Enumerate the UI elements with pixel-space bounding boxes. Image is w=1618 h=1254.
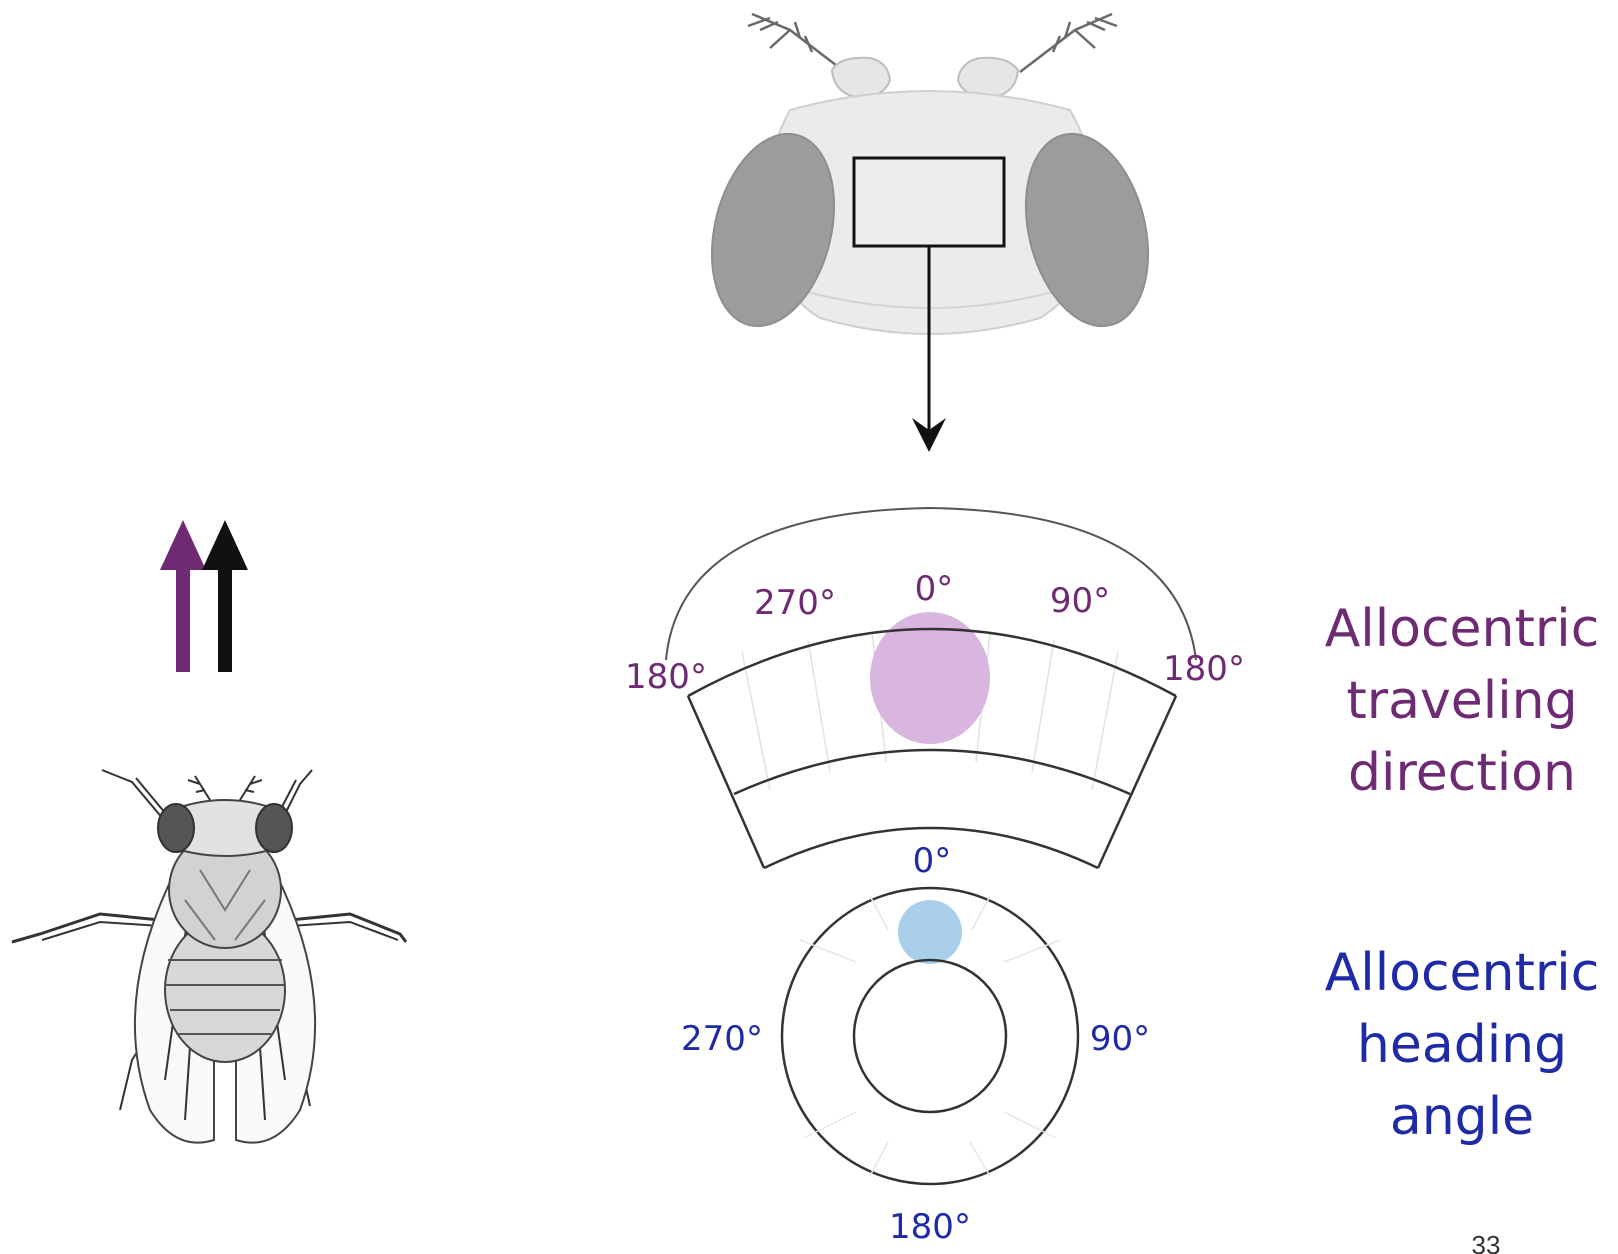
heading-legend-line-1: Allocentric: [1325, 943, 1600, 1003]
traveling-direction-arrow-icon: [160, 520, 206, 672]
traveling-direction-legend: Allocentric traveling direction: [1325, 599, 1600, 803]
travel-legend-line-3: direction: [1348, 743, 1576, 803]
heading-legend-line-2: heading: [1357, 1015, 1567, 1075]
heading-legend-line-3: angle: [1390, 1087, 1534, 1147]
heading-activity-bump: [898, 900, 962, 964]
heading-label-0: 0°: [913, 841, 952, 881]
heading-arrow-icon: [202, 520, 248, 672]
heading-label-90: 90°: [1090, 1019, 1150, 1059]
fly-eye-left: [158, 804, 194, 852]
heading-angle-legend: Allocentric heading angle: [1325, 943, 1600, 1147]
heading-label-180: 180°: [889, 1207, 971, 1247]
page-number: 33: [1472, 1230, 1501, 1254]
heading-label-270: 270°: [681, 1019, 763, 1059]
fly-eye-right: [256, 804, 292, 852]
direction-arrows: [160, 520, 248, 672]
central-complex-box: [854, 158, 1004, 246]
travel-label-0: 0°: [915, 569, 954, 609]
antenna-icon: [748, 14, 1117, 72]
travel-label-270: 270°: [754, 583, 836, 623]
traveling-direction-ring: 180° 270° 0° 90° 180°: [625, 508, 1245, 868]
fruit-fly-illustration: [12, 770, 406, 1143]
travel-label-90: 90°: [1050, 581, 1110, 621]
travel-legend-line-2: traveling: [1346, 671, 1577, 731]
travel-label-right-180: 180°: [1163, 649, 1245, 689]
heading-ring: 0° 90° 180° 270°: [681, 841, 1150, 1247]
travel-legend-line-1: Allocentric: [1325, 599, 1600, 659]
travel-label-left-180: 180°: [625, 657, 707, 697]
